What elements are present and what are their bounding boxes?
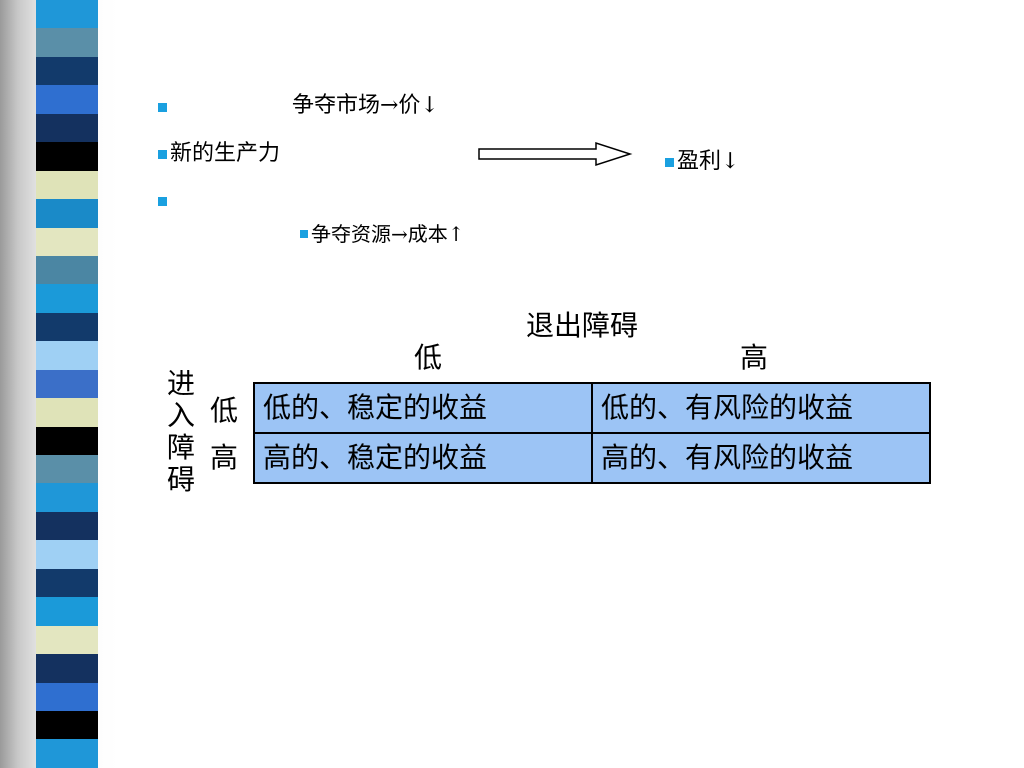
stripe-segment [36,56,98,86]
stripe-segment [36,284,98,313]
stripe-segment [36,682,98,711]
bullet-marker [158,103,167,112]
stripe-segment [36,511,98,541]
stripe-segment [36,255,98,285]
table-row: 高的、稳定的收益 高的、有风险的收益 [253,432,931,484]
bullet-text-new-capacity: 新的生产力 [170,141,281,166]
stripe-segment [36,199,98,228]
stripe-segment [36,710,98,740]
exit-barrier-title: 退出障碍 [526,309,639,342]
exit-high-label: 高 [740,341,769,374]
table-cell: 低的、有风险的收益 [591,382,931,434]
table-cell: 高的、有风险的收益 [591,432,931,484]
stripe-segment [36,227,98,256]
table-row: 低的、稳定的收益 低的、有风险的收益 [253,382,931,434]
bullet-marker [300,230,308,238]
entry-barrier-char: 障 [166,431,195,464]
table-cell: 低的、稳定的收益 [253,382,593,434]
entry-high-label: 高 [210,441,239,474]
table-cell: 高的、稳定的收益 [253,432,593,484]
entry-barrier-char: 碍 [166,463,195,496]
bullet-text-compete-resources: 争夺资源→成本↑ [311,222,465,246]
entry-barrier-char: 进 [166,367,195,400]
entry-barrier-char: 入 [166,399,195,432]
stripe-segment [36,0,98,29]
entry-barrier-title: 进 入 障 碍 [166,368,196,496]
stripe-segment [36,142,98,171]
bullet-text-compete-market: 争夺市场→价↓ [292,93,439,118]
exit-low-label: 低 [414,341,443,374]
entry-low-label: 低 [210,394,239,427]
stripe-segment [36,85,98,114]
stripe-segment [36,28,98,57]
stripe-segment [36,625,98,655]
stripe-segment [36,369,98,399]
stripe-segment [36,568,98,598]
stripe-segment [36,654,98,683]
stripe-segment [36,113,98,143]
bullet-text-profit: 盈利↓ [677,149,740,174]
barrier-matrix-table: 低的、稳定的收益 低的、有风险的收益 高的、稳定的收益 高的、有风险的收益 [253,382,931,484]
stripe-segment [36,597,98,626]
stripe-segment [36,739,98,768]
right-arrow-icon [478,141,633,167]
bullet-marker [665,158,674,167]
stripe-segment [36,426,98,455]
stripe-segment [36,540,98,569]
bullet-marker [158,197,167,206]
stripe-segment [36,398,98,427]
stripe-segment [36,455,98,484]
stripe-segment [36,170,98,200]
stripe-segment [36,483,98,512]
stripe-segment [36,341,98,370]
stripe-segment [36,312,98,342]
bullet-marker [158,150,167,159]
decorative-stripe [36,0,98,768]
